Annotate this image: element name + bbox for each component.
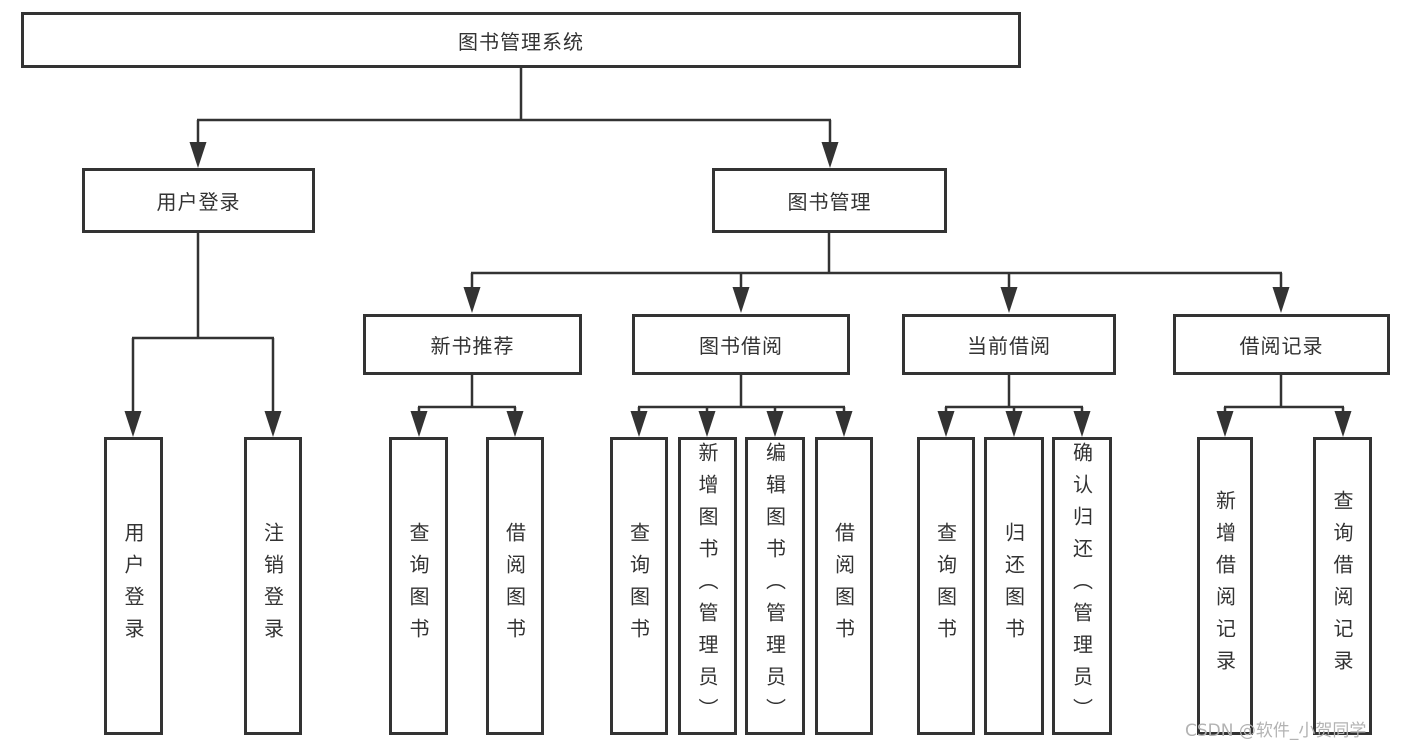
node-user-login: 用户登录 (82, 168, 315, 233)
leaf-borrow-books-recommend: 借阅图书 (486, 437, 544, 735)
leaf-user-login: 用户登录 (104, 437, 163, 735)
leaf-add-books-admin: 新增图书（管理员） (678, 437, 737, 735)
leaf-query-books-current: 查询图书 (917, 437, 975, 735)
leaf-query-books-borrow: 查询图书 (610, 437, 668, 735)
leaf-confirm-return-admin: 确认归还（管理员） (1052, 437, 1112, 735)
leaf-add-borrow-record: 新增借阅记录 (1197, 437, 1253, 735)
leaf-query-books-recommend: 查询图书 (389, 437, 448, 735)
leaf-logout-login: 注销登录 (244, 437, 302, 735)
leaf-return-books: 归还图书 (984, 437, 1044, 735)
leaf-query-borrow-record: 查询借阅记录 (1313, 437, 1372, 735)
node-book-management: 图书管理 (712, 168, 947, 233)
node-current-borrow: 当前借阅 (902, 314, 1116, 375)
node-new-book-recommend: 新书推荐 (363, 314, 582, 375)
watermark: CSDN @软件_小贺同学 (1185, 721, 1367, 741)
node-borrow-records: 借阅记录 (1173, 314, 1390, 375)
leaf-borrow-books: 借阅图书 (815, 437, 873, 735)
leaf-edit-books-admin: 编辑图书（管理员） (745, 437, 805, 735)
node-library-system: 图书管理系统 (21, 12, 1021, 68)
node-book-borrow: 图书借阅 (632, 314, 850, 375)
